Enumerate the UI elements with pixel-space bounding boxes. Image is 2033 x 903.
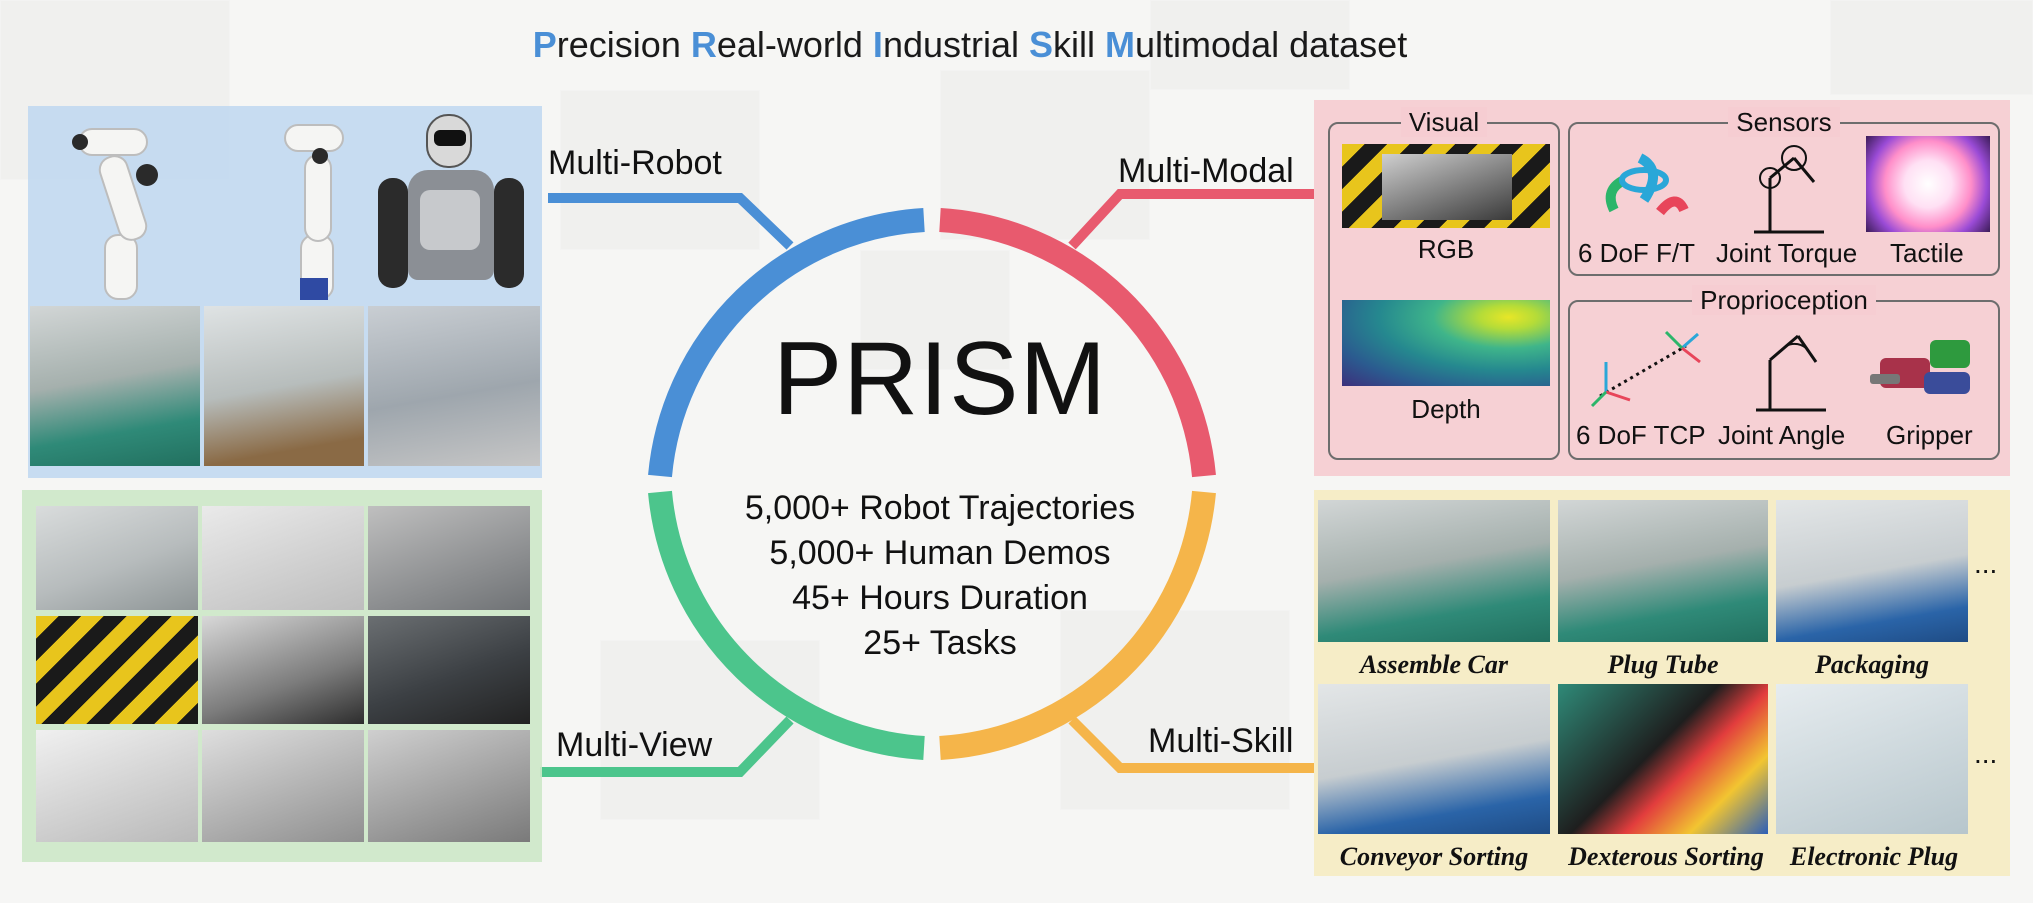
prism-title: PRISM [772, 321, 1108, 437]
stat-human-demos: 5,000+ Human Demos [769, 534, 1111, 572]
ring-arc-skill [939, 490, 1216, 760]
ring-arc-robot [648, 208, 925, 478]
view-photo-6 [368, 616, 530, 724]
ft-label: 6 DoF F/T [1578, 238, 1696, 268]
robot-arm-image-2 [260, 114, 380, 302]
skill-label-conveyor-sorting: Conveyor Sorting [1339, 842, 1529, 871]
skill-image-dexterous-sorting [1558, 684, 1768, 834]
dataset-stats: 5,000+ Robot Trajectories 5,000+ Human D… [640, 486, 1240, 666]
joint-angle-label: Joint Angle [1718, 420, 1846, 450]
label-multi-view: Multi-View [556, 726, 713, 764]
robot-photo-1 [30, 306, 200, 466]
robot-arm-image-1 [48, 114, 198, 302]
proprioception-box: Proprioception 6 DoF TCP Joint Angle Gri… [1568, 285, 2000, 460]
skill-label-assemble-car: Assemble Car [1359, 650, 1509, 679]
multi-robot-panel [28, 106, 542, 478]
view-photo-8 [202, 730, 364, 842]
connector-robot [548, 193, 794, 250]
connector-skill [1068, 716, 1314, 773]
skill-image-conveyor-sorting [1318, 684, 1550, 834]
rgb-label: RGB [1417, 234, 1475, 264]
rgb-image [1342, 144, 1550, 228]
stat-hours: 45+ Hours Duration [792, 579, 1088, 617]
skill-image-packaging [1776, 500, 1968, 642]
sensors-box: Sensors 6 DoF F/T Joint Torque Tactile [1568, 107, 2000, 276]
stat-robot-trajectories: 5,000+ Robot Trajectories [744, 489, 1136, 527]
view-photo-5 [202, 616, 364, 724]
label-multi-skill: Multi-Skill [1148, 722, 1294, 760]
robot-photo-2 [204, 306, 364, 466]
tcp-pose-icon [1590, 330, 1701, 408]
multi-modal-panel: Visual RGB Depth Sensors 6 DoF F/T Joint… [1314, 100, 2010, 476]
view-photo-3 [368, 506, 530, 610]
tactile-image [1866, 136, 1990, 232]
multi-skill-panel: ... Assemble Car Plug Tube Packaging ...… [1314, 490, 2010, 876]
ring-arc-modal [939, 208, 1216, 478]
tcp-label: 6 DoF TCP [1576, 420, 1706, 450]
proprioception-title: Proprioception [1692, 285, 1876, 315]
visual-title: Visual [1400, 107, 1488, 137]
skills-more-row1: ... [1974, 548, 1998, 579]
skill-image-assemble-car [1318, 500, 1550, 642]
stat-tasks: 25+ Tasks [863, 624, 1017, 662]
gripper-label: Gripper [1886, 420, 1973, 450]
multi-view-panel [22, 490, 542, 862]
humanoid-robot-image [368, 110, 538, 302]
label-multi-modal: Multi-Modal [1118, 152, 1294, 190]
skills-more-row2: ... [1974, 738, 1998, 769]
view-photo-9 [368, 730, 530, 842]
skill-image-electronic-plug [1776, 684, 1968, 834]
view-photo-2 [202, 506, 364, 610]
label-multi-robot: Multi-Robot [548, 144, 722, 182]
view-photo-1 [36, 506, 198, 610]
page-title: Precision Real-world Industrial Skill Mu… [532, 24, 1408, 65]
depth-image [1342, 300, 1550, 386]
view-photo-4 [36, 616, 198, 724]
force-torque-icon [1605, 153, 1689, 216]
view-photo-7 [36, 730, 198, 842]
depth-label: Depth [1411, 394, 1481, 424]
skill-label-electronic-plug: Electronic Plug [1789, 842, 1959, 871]
skill-label-dexterous-sorting: Dexterous Sorting [1568, 842, 1764, 871]
ring-arc-view [648, 490, 925, 760]
skill-label-packaging: Packaging [1814, 650, 1930, 679]
joint-torque-icon [1754, 145, 1824, 234]
skill-image-plug-tube [1558, 500, 1768, 642]
connector-modal [1068, 189, 1314, 250]
joint-angle-icon [1756, 334, 1826, 412]
robot-photo-3 [368, 306, 540, 466]
tactile-label: Tactile [1890, 238, 1964, 268]
skill-label-plug-tube: Plug Tube [1607, 650, 1719, 679]
connector-view [540, 716, 794, 777]
visual-box: Visual RGB Depth [1328, 107, 1560, 460]
gripper-icon [1870, 340, 1970, 394]
sensors-title: Sensors [1728, 107, 1840, 137]
joint-torque-label: Joint Torque [1716, 238, 1858, 268]
